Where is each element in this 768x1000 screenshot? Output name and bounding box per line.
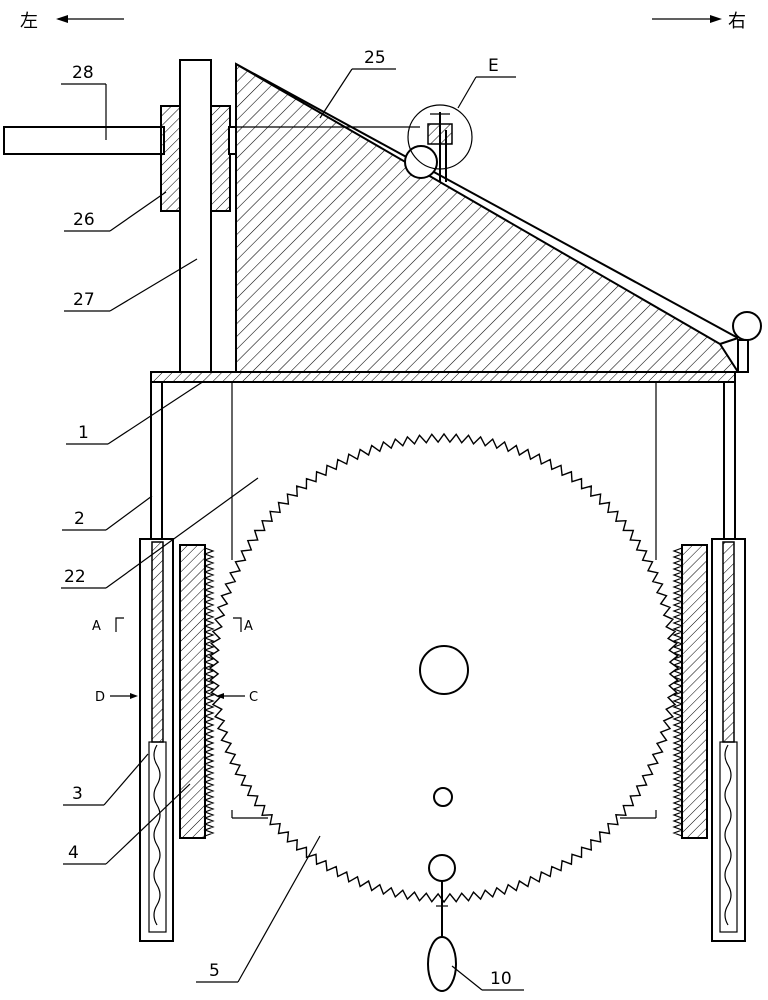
leader-25: 25 (319, 48, 396, 119)
leader-28: 28 (61, 63, 107, 140)
direction-right: 右 (652, 11, 746, 32)
label-25: 25 (364, 48, 386, 68)
spring-right-icon (724, 744, 732, 926)
direction-left: 左 (20, 11, 124, 32)
part-4-rack-right (681, 544, 708, 839)
part-10-handle (427, 936, 457, 992)
rack-teeth-left (203, 547, 215, 837)
part-27-post (179, 59, 212, 373)
part-25-wedge (235, 62, 740, 373)
gear-center-hole (419, 645, 469, 695)
part-25-rail (235, 63, 739, 339)
leader-1: 1 (66, 380, 205, 445)
arrow-d-icon (130, 693, 138, 699)
part-26-block-right (210, 105, 231, 212)
part-26-block-left (160, 105, 181, 212)
direction-left-label: 左 (20, 11, 38, 32)
part-4-rack-left (179, 544, 206, 839)
leader-5: 5 (196, 835, 321, 983)
shaft-stub (228, 126, 237, 155)
leader-27: 27 (64, 258, 198, 312)
gear-small-hole (433, 787, 453, 807)
label-E: E (488, 56, 499, 76)
arrow-c-icon (216, 693, 224, 699)
direction-right-label: 右 (728, 11, 746, 32)
leader-22: 22 (61, 477, 259, 589)
label-3: 3 (72, 784, 83, 804)
label-1: 1 (78, 423, 89, 443)
section-mark-a-right: A (244, 619, 253, 634)
label-26: 26 (73, 210, 95, 230)
leader-2: 2 (62, 495, 153, 531)
section-mark-d: D (95, 690, 105, 705)
label-28: 28 (72, 63, 94, 83)
section-mark-c: C (249, 690, 258, 705)
leader-E: E (457, 56, 516, 109)
label-5: 5 (209, 961, 220, 981)
roller-right (732, 311, 762, 341)
label-4: 4 (68, 843, 79, 863)
label-10: 10 (490, 969, 512, 989)
label-27: 27 (73, 290, 95, 310)
leader-10: 10 (451, 965, 524, 991)
arrow-right-icon (710, 15, 722, 23)
label-22: 22 (64, 567, 86, 587)
part-1-top-plate (150, 371, 736, 383)
arrow-left-icon (56, 15, 68, 23)
leader-4: 4 (63, 783, 191, 865)
rack-teeth-right (672, 547, 684, 837)
leader-3: 3 (63, 753, 149, 806)
part-28-shaft (3, 126, 165, 155)
spring-left-icon (153, 744, 161, 926)
gear-pin (428, 854, 456, 882)
label-2: 2 (74, 509, 85, 529)
section-mark-a-left: A (92, 619, 101, 634)
leader-26: 26 (64, 191, 167, 232)
